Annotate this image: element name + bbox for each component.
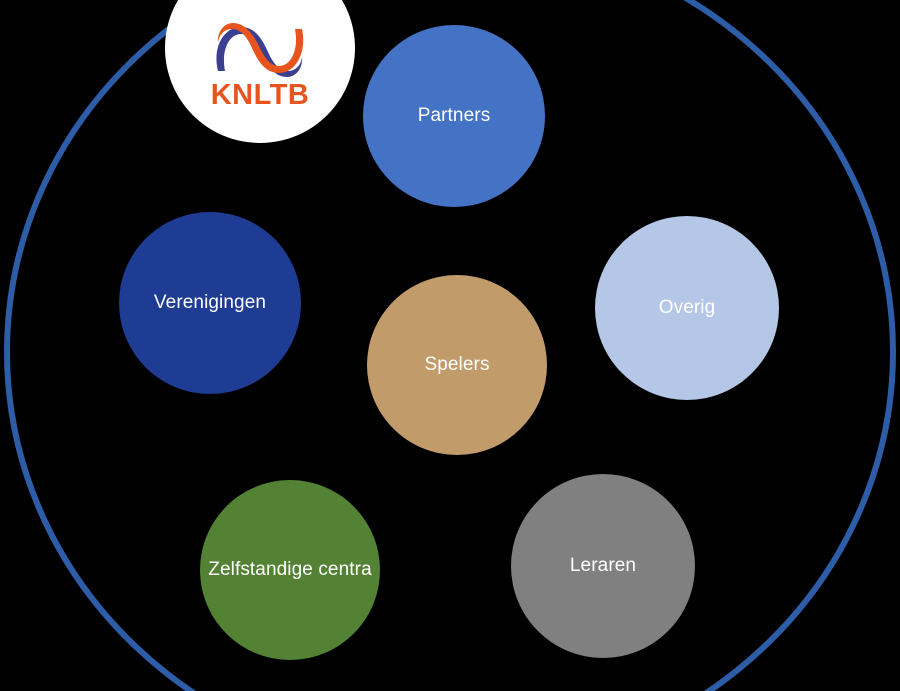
knltb-wordmark: KNLTB [210,78,310,111]
node-partners-label: Partners [417,105,491,127]
node-leraren-label: Leraren [569,555,637,577]
node-verenigingen-label: Verenigingen [153,292,267,314]
node-overig[interactable]: Overig [595,216,779,400]
node-spelers[interactable]: Spelers [367,275,547,455]
node-spelers-label: Spelers [424,354,490,376]
knltb-logo: KNLTB [208,0,312,110]
node-zelfstandige-centra[interactable]: Zelfstandige centra [200,480,380,660]
node-leraren[interactable]: Leraren [511,474,695,658]
knltb-swirl-icon [216,22,304,77]
node-partners[interactable]: Partners [363,25,545,207]
node-zelfstandige-centra-label: Zelfstandige centra [208,559,372,581]
node-overig-label: Overig [658,297,716,319]
ecosystem-boundary-shape [4,0,896,691]
node-verenigingen[interactable]: Verenigingen [119,212,301,394]
